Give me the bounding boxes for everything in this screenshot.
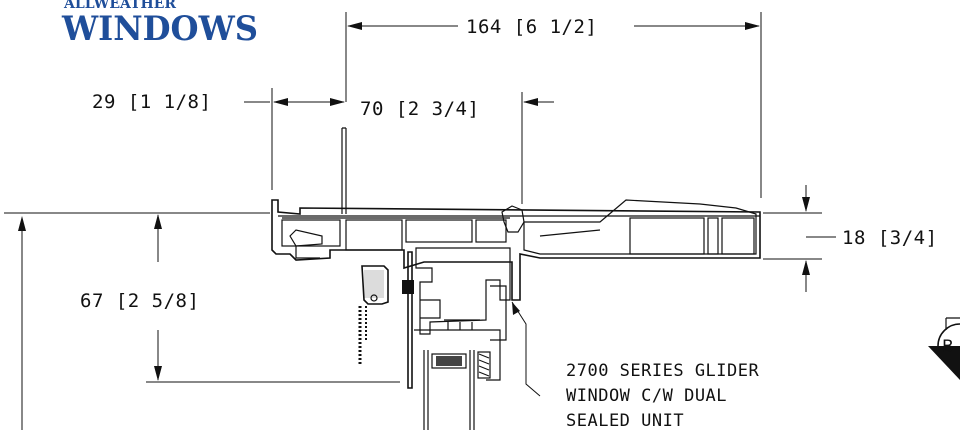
callout-letter: B: [942, 337, 954, 357]
dimension-label-mid-width: 70 [2 3/4]: [360, 98, 479, 120]
callout-pointer: [928, 346, 960, 380]
spacer-fill: [436, 356, 462, 366]
sash-detail: [444, 319, 480, 330]
arrowhead: [330, 98, 345, 106]
clip-shade: [364, 270, 384, 298]
sash-chamber: [420, 299, 441, 319]
callout-tab: [945, 317, 960, 330]
chamber-detail: [295, 246, 320, 259]
clip-body: [361, 265, 389, 305]
note-line-2: WINDOW C/W DUAL: [566, 386, 727, 406]
glazing-unit: [423, 350, 491, 430]
dimension-left-projection: 29 [1 1/8]: [92, 88, 345, 190]
arrowhead: [347, 22, 362, 30]
clip-hole: [370, 294, 378, 302]
chamber: [281, 219, 341, 247]
note-block: 2700 SERIES GLIDER WINDOW C/W DUAL SEALE…: [566, 361, 759, 430]
chamber-detail: [539, 229, 601, 237]
section-callout: B: [928, 317, 960, 380]
chamber-detail: [289, 229, 323, 247]
weatherstrip: [477, 351, 491, 379]
installation-clip: [358, 265, 414, 366]
frame-fin: [341, 127, 347, 214]
chamber: [475, 219, 507, 243]
chamber: [721, 217, 755, 255]
leader-line: [511, 301, 541, 397]
sash-chamber: [490, 285, 507, 341]
arrowhead: [154, 214, 162, 229]
dimension-label-height: 67 [2 5/8]: [80, 290, 199, 312]
arrowhead: [512, 302, 520, 315]
arrowhead: [745, 22, 760, 30]
arrowhead: [802, 260, 810, 275]
dimension-label-overall-width: 164 [6 1/2]: [466, 16, 597, 38]
sash-bottom: [414, 329, 501, 381]
gasket: [402, 280, 414, 294]
spacer: [431, 353, 467, 369]
dimension-height: 67 [2 5/8]: [4, 212, 400, 430]
sash-profile: [407, 247, 511, 430]
dimension-label-left-projection: 29 [1 1/8]: [92, 91, 211, 113]
weatherstrip-hatch: [478, 353, 490, 377]
arrowhead: [154, 366, 162, 381]
frame-outline: [271, 199, 761, 301]
dimension-mid-width: 70 [2 3/4]: [360, 92, 554, 204]
note-leader: [511, 301, 541, 397]
dimension-flange: 18 [3/4]: [763, 185, 938, 292]
company-logo: ALLWEATHER WINDOWS: [61, 0, 258, 49]
logo-top-text: ALLWEATHER: [63, 0, 176, 12]
arrowhead: [18, 216, 26, 231]
arrowhead: [802, 197, 810, 212]
chamber: [707, 217, 719, 255]
sash-outline: [415, 247, 511, 335]
frame-profile: [271, 127, 761, 301]
sash-wall: [407, 251, 413, 389]
chamber: [405, 219, 473, 243]
dimension-label-flange: 18 [3/4]: [842, 227, 938, 249]
arrowhead: [273, 98, 288, 106]
note-line-1: 2700 SERIES GLIDER: [566, 361, 759, 381]
chamber: [345, 219, 403, 251]
chamber: [629, 217, 705, 255]
interlock: [501, 205, 525, 233]
note-line-3: SEALED UNIT: [566, 411, 684, 430]
chamber: [523, 199, 757, 255]
arrowhead: [523, 98, 538, 106]
dimension-overall-width: 164 [6 1/2]: [345, 12, 762, 198]
logo-main-text: WINDOWS: [61, 9, 258, 49]
